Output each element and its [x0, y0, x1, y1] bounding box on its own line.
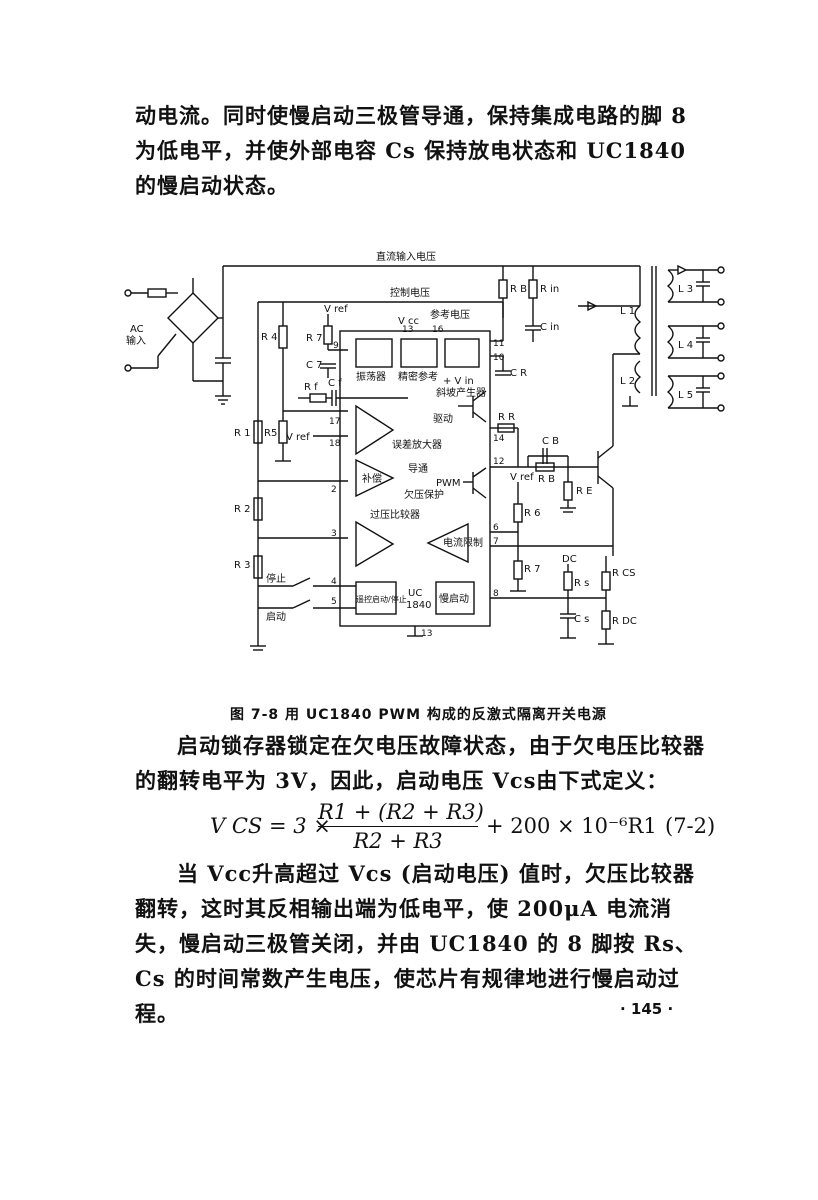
label-r6: R 6 [524, 508, 541, 519]
paragraph-bottom: 当 Vcc升高超过 Vcs (启动电压) 值时，欠压比较器翻转，这时其反相输出端… [135, 856, 715, 1031]
label-r5: R5 [264, 428, 277, 439]
label-ref-voltage: 参考电压 [430, 308, 470, 321]
equation-lhs: V CS = 3 × [210, 814, 331, 838]
label-precision-ref: 精密参考 [398, 370, 438, 383]
equation-fraction: R1 + (R2 + R3) R2 + R3 [318, 800, 484, 853]
pin-2: 2 [331, 485, 337, 495]
equation-number: (7-2) [665, 814, 716, 838]
label-ac-input-1: AC [130, 324, 144, 335]
label-uv-protect: 欠压保护 [404, 488, 444, 501]
pin-4: 4 [331, 577, 337, 587]
label-ov-comparator: 过压比较器 [370, 508, 420, 521]
label-rin: R in [540, 284, 559, 295]
label-oscillator: 振荡器 [356, 370, 386, 383]
label-pwm: PWM [436, 478, 461, 489]
label-dc-input: 直流输入电压 [376, 250, 436, 263]
page-number: · 145 · [620, 1000, 674, 1018]
label-cr: C R [510, 368, 527, 379]
paragraph-top-text: 动电流。同时使慢启动三极管导通，保持集成电路的脚 8 为低电平，并使外部电容 C… [135, 103, 687, 198]
label-cs: C s [574, 614, 589, 625]
label-start: 启动 [266, 610, 286, 623]
label-l1: L 1 [620, 306, 635, 317]
pin-17: 17 [329, 417, 340, 427]
equation-denominator: R2 + R3 [353, 829, 443, 853]
label-r2: R 2 [234, 504, 251, 515]
label-l2: L 2 [620, 376, 635, 387]
label-ac-input-2: 输入 [126, 334, 146, 347]
label-remote-start-stop: 遥控启动/停止 [356, 594, 407, 604]
label-rr: R R [498, 412, 515, 423]
label-current-limit: 电流限制 [443, 536, 483, 549]
label-rf: R f [304, 382, 318, 393]
label-control-voltage: 控制电压 [390, 286, 430, 299]
label-conduct: 导通 [408, 463, 428, 475]
label-vref-ea: V ref [286, 432, 310, 443]
label-soft-start: 慢启动 [439, 592, 469, 605]
label-r1: R 1 [234, 428, 251, 439]
label-uc: UC [408, 588, 422, 599]
pin-7: 7 [493, 537, 499, 547]
label-r3: R 3 [234, 560, 251, 571]
label-rb: R B [538, 474, 555, 485]
label-c7: C 7 [306, 360, 323, 371]
pin-9: 9 [333, 341, 339, 351]
label-re: R E [576, 486, 592, 497]
label-rb-top: R B [510, 284, 527, 295]
pin-10: 10 [493, 353, 505, 363]
equation-tail: + 200 × 10⁻⁶R1 [486, 814, 657, 838]
equation-7-2: V CS = 3 × R1 + (R2 + R3) R2 + R3 + 200 … [210, 800, 720, 854]
pin-13: 13 [421, 629, 432, 639]
circuit-diagram: 直流输入电压 控制电压 AC 输入 R 4 R 7 V ref C 7 R f … [124, 250, 725, 651]
label-error-amp: 误差放大器 [392, 438, 442, 451]
label-cf: C f [328, 378, 342, 389]
label-cin: C in [540, 322, 559, 333]
label-r7: R 7 [306, 333, 323, 344]
pin-3: 3 [331, 529, 337, 539]
label-l3: L 3 [678, 284, 693, 295]
figure-caption: 图 7-8 用 UC1840 PWM 构成的反激式隔离开关电源 [230, 707, 607, 723]
pin-13-top: 13 [402, 325, 413, 335]
paragraph-mid-text: 启动锁存器锁定在欠电压故障状态，由于欠电压比较器的翻转电平为 3V，因此，启动电… [135, 733, 705, 793]
label-r7b: R 7 [524, 564, 541, 575]
label-latch: 补偿 [362, 472, 382, 485]
label-dc: DC [562, 554, 577, 565]
pin-12: 12 [493, 457, 504, 467]
pin-8: 8 [493, 589, 499, 599]
label-vref-right: V ref [510, 472, 534, 483]
label-l5: L 5 [678, 390, 693, 401]
label-plus-vin: + V in [443, 376, 474, 387]
pin-11: 11 [493, 339, 504, 349]
label-stop: 停止 [266, 572, 286, 585]
paragraph-mid: 启动锁存器锁定在欠电压故障状态，由于欠电压比较器的翻转电平为 3V，因此，启动电… [135, 728, 715, 798]
label-cb: C B [542, 436, 559, 447]
pin-5: 5 [331, 597, 337, 607]
paragraph-bottom-text: 当 Vcc升高超过 Vcs (启动电压) 值时，欠压比较器翻转，这时其反相输出端… [135, 861, 697, 1026]
label-rdc: R DC [612, 616, 637, 627]
label-r4: R 4 [261, 332, 278, 343]
label-rs: R s [574, 578, 589, 589]
pin-6: 6 [493, 523, 499, 533]
label-l4: L 4 [678, 340, 693, 351]
label-vref-top: V ref [324, 304, 348, 315]
label-vcc: V cc [398, 316, 419, 327]
pin-18: 18 [329, 439, 341, 449]
pin-16: 16 [432, 325, 444, 335]
label-slope-gen: 斜坡产生器 [436, 386, 486, 399]
pin-14: 14 [493, 434, 505, 444]
paragraph-top: 动电流。同时使慢启动三极管导通，保持集成电路的脚 8 为低电平，并使外部电容 C… [135, 98, 715, 203]
equation-numerator: R1 + (R2 + R3) [318, 800, 484, 827]
label-rcs: R CS [612, 568, 635, 579]
label-drive: 驱动 [433, 413, 453, 425]
label-uc1840: 1840 [406, 600, 431, 611]
